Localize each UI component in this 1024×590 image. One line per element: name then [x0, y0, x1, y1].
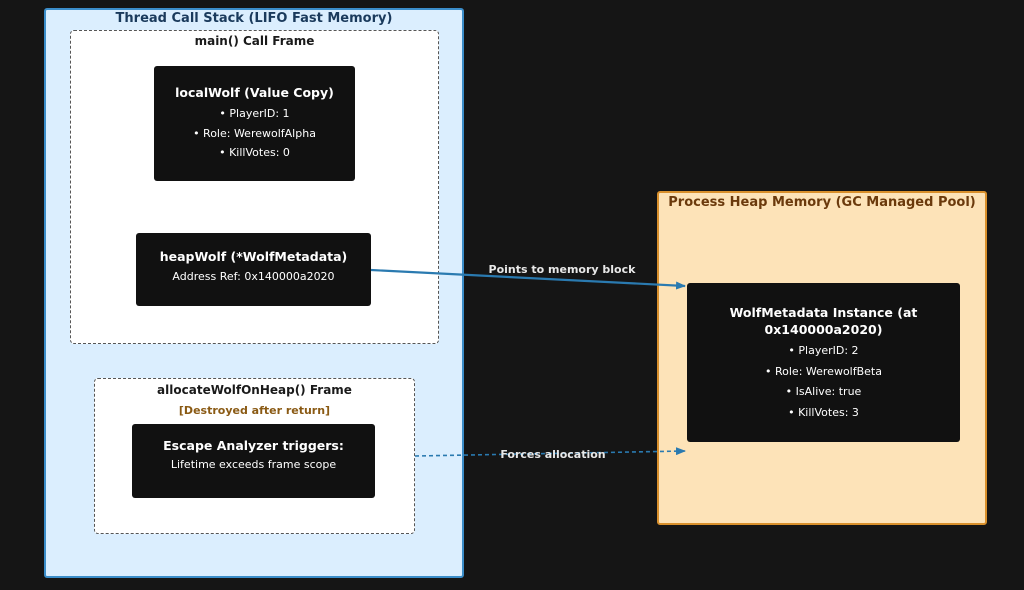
forces-allocation-arrow — [414, 447, 686, 457]
local-wolf-field: • KillVotes: 0 — [219, 146, 290, 159]
heap-wolf-box: heapWolf (*WolfMetadata) Address Ref: 0x… — [136, 233, 371, 306]
wolf-instance-title: WolfMetadata Instance (at 0x140000a2020) — [729, 305, 918, 337]
allocate-frame-title: allocateWolfOnHeap() Frame — [157, 383, 352, 397]
heap-wolf-address: Address Ref: 0x140000a2020 — [172, 270, 335, 283]
wolf-instance-field: • Role: WerewolfBeta — [765, 364, 882, 378]
local-wolf-box: localWolf (Value Copy) • PlayerID: 1 • R… — [154, 66, 355, 181]
wolf-instance-field: • IsAlive: true — [785, 385, 862, 398]
wolf-metadata-instance-box: WolfMetadata Instance (at 0x140000a2020)… — [687, 283, 960, 442]
heap-title: Process Heap Memory (GC Managed Pool) — [668, 195, 976, 210]
local-wolf-field: • Role: WerewolfAlpha — [193, 126, 316, 140]
points-to-label: Points to memory block — [488, 263, 636, 276]
allocate-frame-subtitle: [Destroyed after return] — [178, 404, 331, 417]
main-frame-title: main() Call Frame — [194, 34, 315, 48]
wolf-instance-field: • PlayerID: 2 — [788, 344, 859, 357]
escape-analyzer-box: Escape Analyzer triggers: Lifetime excee… — [132, 424, 375, 498]
forces-allocation-label: Forces allocation — [500, 448, 606, 461]
local-wolf-title: localWolf (Value Copy) — [175, 85, 334, 100]
local-wolf-field: • PlayerID: 1 — [219, 107, 290, 120]
escape-analyzer-title: Escape Analyzer triggers: — [163, 438, 344, 453]
heap-wolf-title: heapWolf (*WolfMetadata) — [159, 249, 348, 264]
escape-analyzer-line: Lifetime exceeds frame scope — [170, 458, 337, 471]
points-to-arrow — [370, 268, 686, 290]
stack-title: Thread Call Stack (LIFO Fast Memory) — [115, 11, 393, 26]
wolf-instance-field: • KillVotes: 3 — [788, 405, 859, 419]
